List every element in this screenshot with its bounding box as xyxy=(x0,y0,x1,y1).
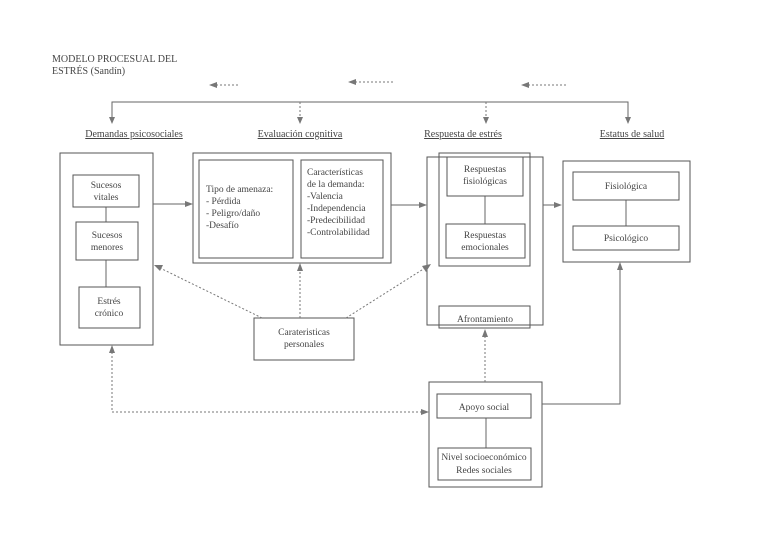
box-sucesos-vitales xyxy=(72,174,140,208)
box-nivel-socioeconomico xyxy=(437,447,532,481)
label-estres-cronico-1: Estrés xyxy=(97,297,121,307)
label-sucesos-vitales-1: Sucesos xyxy=(91,181,122,191)
apoyo-social-group: Apoyo social Nivel socioeconómico Redes … xyxy=(428,381,543,488)
label-caract-3: -Independencia xyxy=(307,204,366,214)
label-caract-1: de la demanda: xyxy=(307,180,365,190)
label-caract-2: -Valencia xyxy=(307,192,344,202)
label-caract-5: -Controlabilidad xyxy=(307,228,370,238)
label-amenaza-0: Tipo de amenaza: xyxy=(206,185,273,195)
label-emocionales-1: Respuestas xyxy=(464,231,507,241)
demandas-psicosociales-group: Sucesos vitales Sucesos menores Estrés c… xyxy=(59,152,154,346)
label-caract-0: Características xyxy=(307,168,363,178)
label-personales-1: Carateristicas xyxy=(278,328,330,338)
box-afrontamiento xyxy=(438,305,531,329)
label-nivel-2: Redes sociales xyxy=(456,466,512,476)
box-sucesos-menores xyxy=(75,221,139,261)
box-estres-cronico xyxy=(78,286,141,329)
box-caracteristicas-demanda xyxy=(300,159,384,259)
label-personales-2: personales xyxy=(284,340,324,350)
header-respuesta-de-estres: Respuesta de estrés xyxy=(424,129,502,140)
label-amenaza-2: - Peligro/daño xyxy=(206,209,260,219)
box-fisiologica xyxy=(572,171,680,201)
label-sucesos-vitales-2: vitales xyxy=(94,193,119,203)
box-respuestas-fisiologicas xyxy=(446,156,524,197)
title-line-1: MODELO PROCESUAL DEL xyxy=(52,54,177,65)
header-estatus-de-salud: Estatus de salud xyxy=(600,129,664,140)
label-sucesos-menores-1: Sucesos xyxy=(92,231,123,241)
box-respuestas-emocionales xyxy=(445,223,526,259)
respuesta-de-estres-group: Respuestas fisiológicas Respuestas emoci… xyxy=(426,152,544,329)
box-tipo-de-amenaza xyxy=(198,159,294,259)
label-nivel-1: Nivel socioeconómico xyxy=(441,453,526,463)
box-apoyo-social xyxy=(436,393,532,419)
label-fisiologicas-2: fisiológicas xyxy=(463,176,507,187)
box-psicologico xyxy=(572,225,680,251)
evaluacion-cognitiva-group: Tipo de amenaza: - Pérdida - Peligro/dañ… xyxy=(192,152,392,264)
label-fisiologicas-1: Respuestas xyxy=(464,165,507,175)
label-amenaza-1: - Pérdida xyxy=(206,197,241,207)
label-estres-cronico-2: crónico xyxy=(95,309,124,319)
caracteristicas-personales-group: Carateristicas personales xyxy=(253,317,355,361)
label-fisiologica: Fisiológica xyxy=(605,182,648,192)
header-demandas-psicosociales: Demandas psicosociales xyxy=(85,129,183,140)
label-emocionales-2: emocionales xyxy=(461,243,509,253)
feedback-connector xyxy=(109,79,631,124)
label-psicologico: Psicológico xyxy=(604,234,649,244)
label-sucesos-menores-2: menores xyxy=(91,243,123,253)
label-caract-4: -Predecibilidad xyxy=(307,216,365,226)
label-afrontamiento: Afrontamiento xyxy=(457,314,513,325)
box-caracteristicas-personales xyxy=(253,317,355,361)
title-line-2: ESTRÉS (Sandín) xyxy=(52,65,125,77)
label-apoyo-social: Apoyo social xyxy=(459,403,510,413)
label-amenaza-3: -Desafío xyxy=(206,220,239,231)
header-evaluacion-cognitiva: Evaluación cognitiva xyxy=(258,129,343,140)
estatus-de-salud-group: Fisiológica Psicológico xyxy=(562,160,691,263)
